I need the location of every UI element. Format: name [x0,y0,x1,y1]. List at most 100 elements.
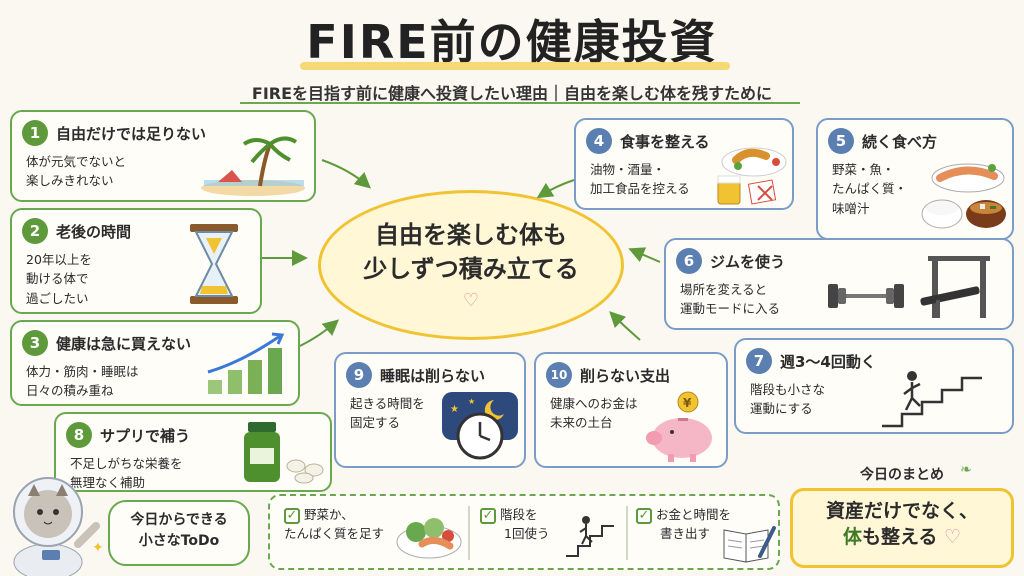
card-text: 味噌汁 [832,200,870,216]
sparkle-icon: ✦ [92,540,104,556]
card-text: 野菜・魚・ [832,162,895,177]
page-title: FIRE前の健康投資 [306,15,718,69]
card-dont-cut-sleep: 9 睡眠は削らない 起きる時間を 固定する ★ ★ [334,352,526,468]
card-number: 6 [676,248,702,274]
card-text: 運動モードに入る [680,301,781,317]
todo-item[interactable]: ✓ 野菜か、 たんぱく質を足す [284,506,444,544]
card-title: サプリで補う [100,426,191,445]
card-title: 睡眠は削らない [380,366,486,385]
astronaut-cat-icon [13,477,100,576]
heart-icon: ♡ [944,525,962,548]
card-text: 不足しがちな栄養を [70,456,183,471]
card-freedom: 1 自由だけでは足りない 体が元気でないと 楽しみきれない [10,110,316,202]
card-number: 7 [746,348,772,374]
todo-bubble-line-2: 小さなToDo [138,533,220,549]
todo-item-text: 1回使う [504,525,550,541]
card-text: 無理なく補助 [70,475,146,491]
todo-item-text: 階段を [500,507,538,522]
summary-line-2: も整える [861,525,938,548]
night-clock-icon: ★ ★ [442,392,518,460]
card-text: 起きる時間を [350,396,425,411]
page-subtitle: FIREを目指す前に健康へ投資したい理由｜自由を楽しむ体を残すために [251,84,773,103]
stairs-icon [566,516,614,557]
supplement-bottle-icon [244,422,324,484]
card-number: 1 [22,120,48,146]
notebook-pen-icon [723,526,776,563]
center-line-1: 自由を楽しむ体も [375,220,567,249]
card-essential-spending: 10 削らない支出 健康へのお金は 未来の土台 ¥ [534,352,728,468]
card-supplements: 8 サプリで補う 不足しがちな栄養を 無理なく補助 [54,412,332,492]
todo-divider [468,506,470,560]
card-text: 場所を変えると [680,282,768,297]
leaf-icon: ❧ [960,462,972,478]
card-fix-diet: 4 食事を整える 油物・酒量・ 加工食品を控える [574,118,794,210]
summary-box: 資産だけでなく、 体も整える ♡ [790,488,1014,568]
todo-item[interactable]: ✓ お金と時間を 書き出す [636,506,756,544]
card-text: 未来の土台 [550,415,613,431]
todo-item-text: お金と時間を [656,507,732,522]
card-sustainable-eating: 5 続く食べ方 野菜・魚・ たんぱく質・ 味噌汁 [816,118,1014,240]
card-number: 8 [66,422,92,448]
stairs-climber-icon [882,371,982,428]
svg-text:★: ★ [468,397,475,406]
center-message: 自由を楽しむ体も 少しずつ積み立てる ♡ [318,190,624,340]
card-title: 老後の時間 [56,222,132,241]
card-text: 動ける体で [26,271,89,287]
card-text: 健康へのお金は [550,396,638,411]
center-line-2: 少しずつ積み立てる [363,254,579,283]
todo-item[interactable]: ✓ 階段を 1回使う [480,506,580,544]
card-title: 続く食べ方 [862,132,938,151]
hourglass-icon [190,224,238,304]
card-text: 20年以上を [26,252,92,267]
card-number: 3 [22,330,48,356]
card-title: ジムを使う [710,252,786,271]
card-use-gym: 6 ジムを使う 場所を変えると 運動モードに入る [664,238,1014,330]
card-title: 食事を整える [620,132,710,151]
card-title: 自由だけでは足りない [56,124,207,143]
card-number: 9 [346,362,372,388]
japanese-meal-icon [921,163,1006,229]
card-number: 5 [828,128,854,154]
fried-food-beer-icon [717,147,787,205]
subtitle-underline [240,102,800,104]
checkbox-icon[interactable]: ✓ [636,507,652,524]
card-text: 油物・酒量・ [590,162,666,177]
card-text: 楽しみきれない [26,173,114,189]
card-text: 階段も小さな [750,382,826,397]
todo-bubble: 今日からできる 小さなToDo [108,500,250,566]
card-text: 体が元気でないと [26,154,127,169]
card-health-not-buyable: 3 健康は急に買えない 体力・筋肉・睡眠は 日々の積み重ね [10,320,300,406]
todo-item-text: 書き出す [660,525,711,541]
card-text: 体力・筋肉・睡眠は [26,364,139,379]
todo-bubble-line-1: 今日からできる [130,512,228,528]
card-retirement-time: 2 老後の時間 20年以上を 動ける体で 過ごしたい [10,208,262,314]
heart-icon: ♡ [462,290,480,312]
card-text: 過ごしたい [26,290,89,306]
todo-item-text: たんぱく質を足す [284,525,385,541]
card-number: 2 [22,218,48,244]
card-move-weekly: 7 週3〜4回動く 階段も小さな 運動にする [734,338,1014,434]
card-text: 日々の積み重ね [26,383,114,399]
card-text: たんぱく質・ [832,181,908,197]
card-number: 4 [586,128,612,154]
todo-divider [626,506,628,560]
card-text: 加工食品を控える [590,181,690,197]
card-title: 健康は急に買えない [56,334,192,353]
growth-chart-icon [207,332,285,394]
summary-label: 今日のまとめ [860,467,944,483]
salad-icon [396,518,462,559]
todo-list: ✓ 野菜か、 たんぱく質を足す ✓ 階段を 1回使う ✓ お金と時間を 書き出す [268,494,780,570]
card-number: 10 [546,362,572,388]
summary-line-1: 資産だけでなく、 [825,500,978,522]
svg-text:★: ★ [450,404,459,415]
checkbox-icon[interactable]: ✓ [284,507,300,524]
card-text: 運動にする [750,401,813,417]
palm-beach-icon [201,136,305,196]
card-title: 週3〜4回動く [780,352,876,371]
gym-equipment-icon [828,256,990,318]
summary-emphasis: 体 [842,525,862,548]
todo-item-text: 野菜か、 [304,507,354,522]
checkbox-icon[interactable]: ✓ [480,507,496,524]
card-title: 削らない支出 [580,366,671,385]
